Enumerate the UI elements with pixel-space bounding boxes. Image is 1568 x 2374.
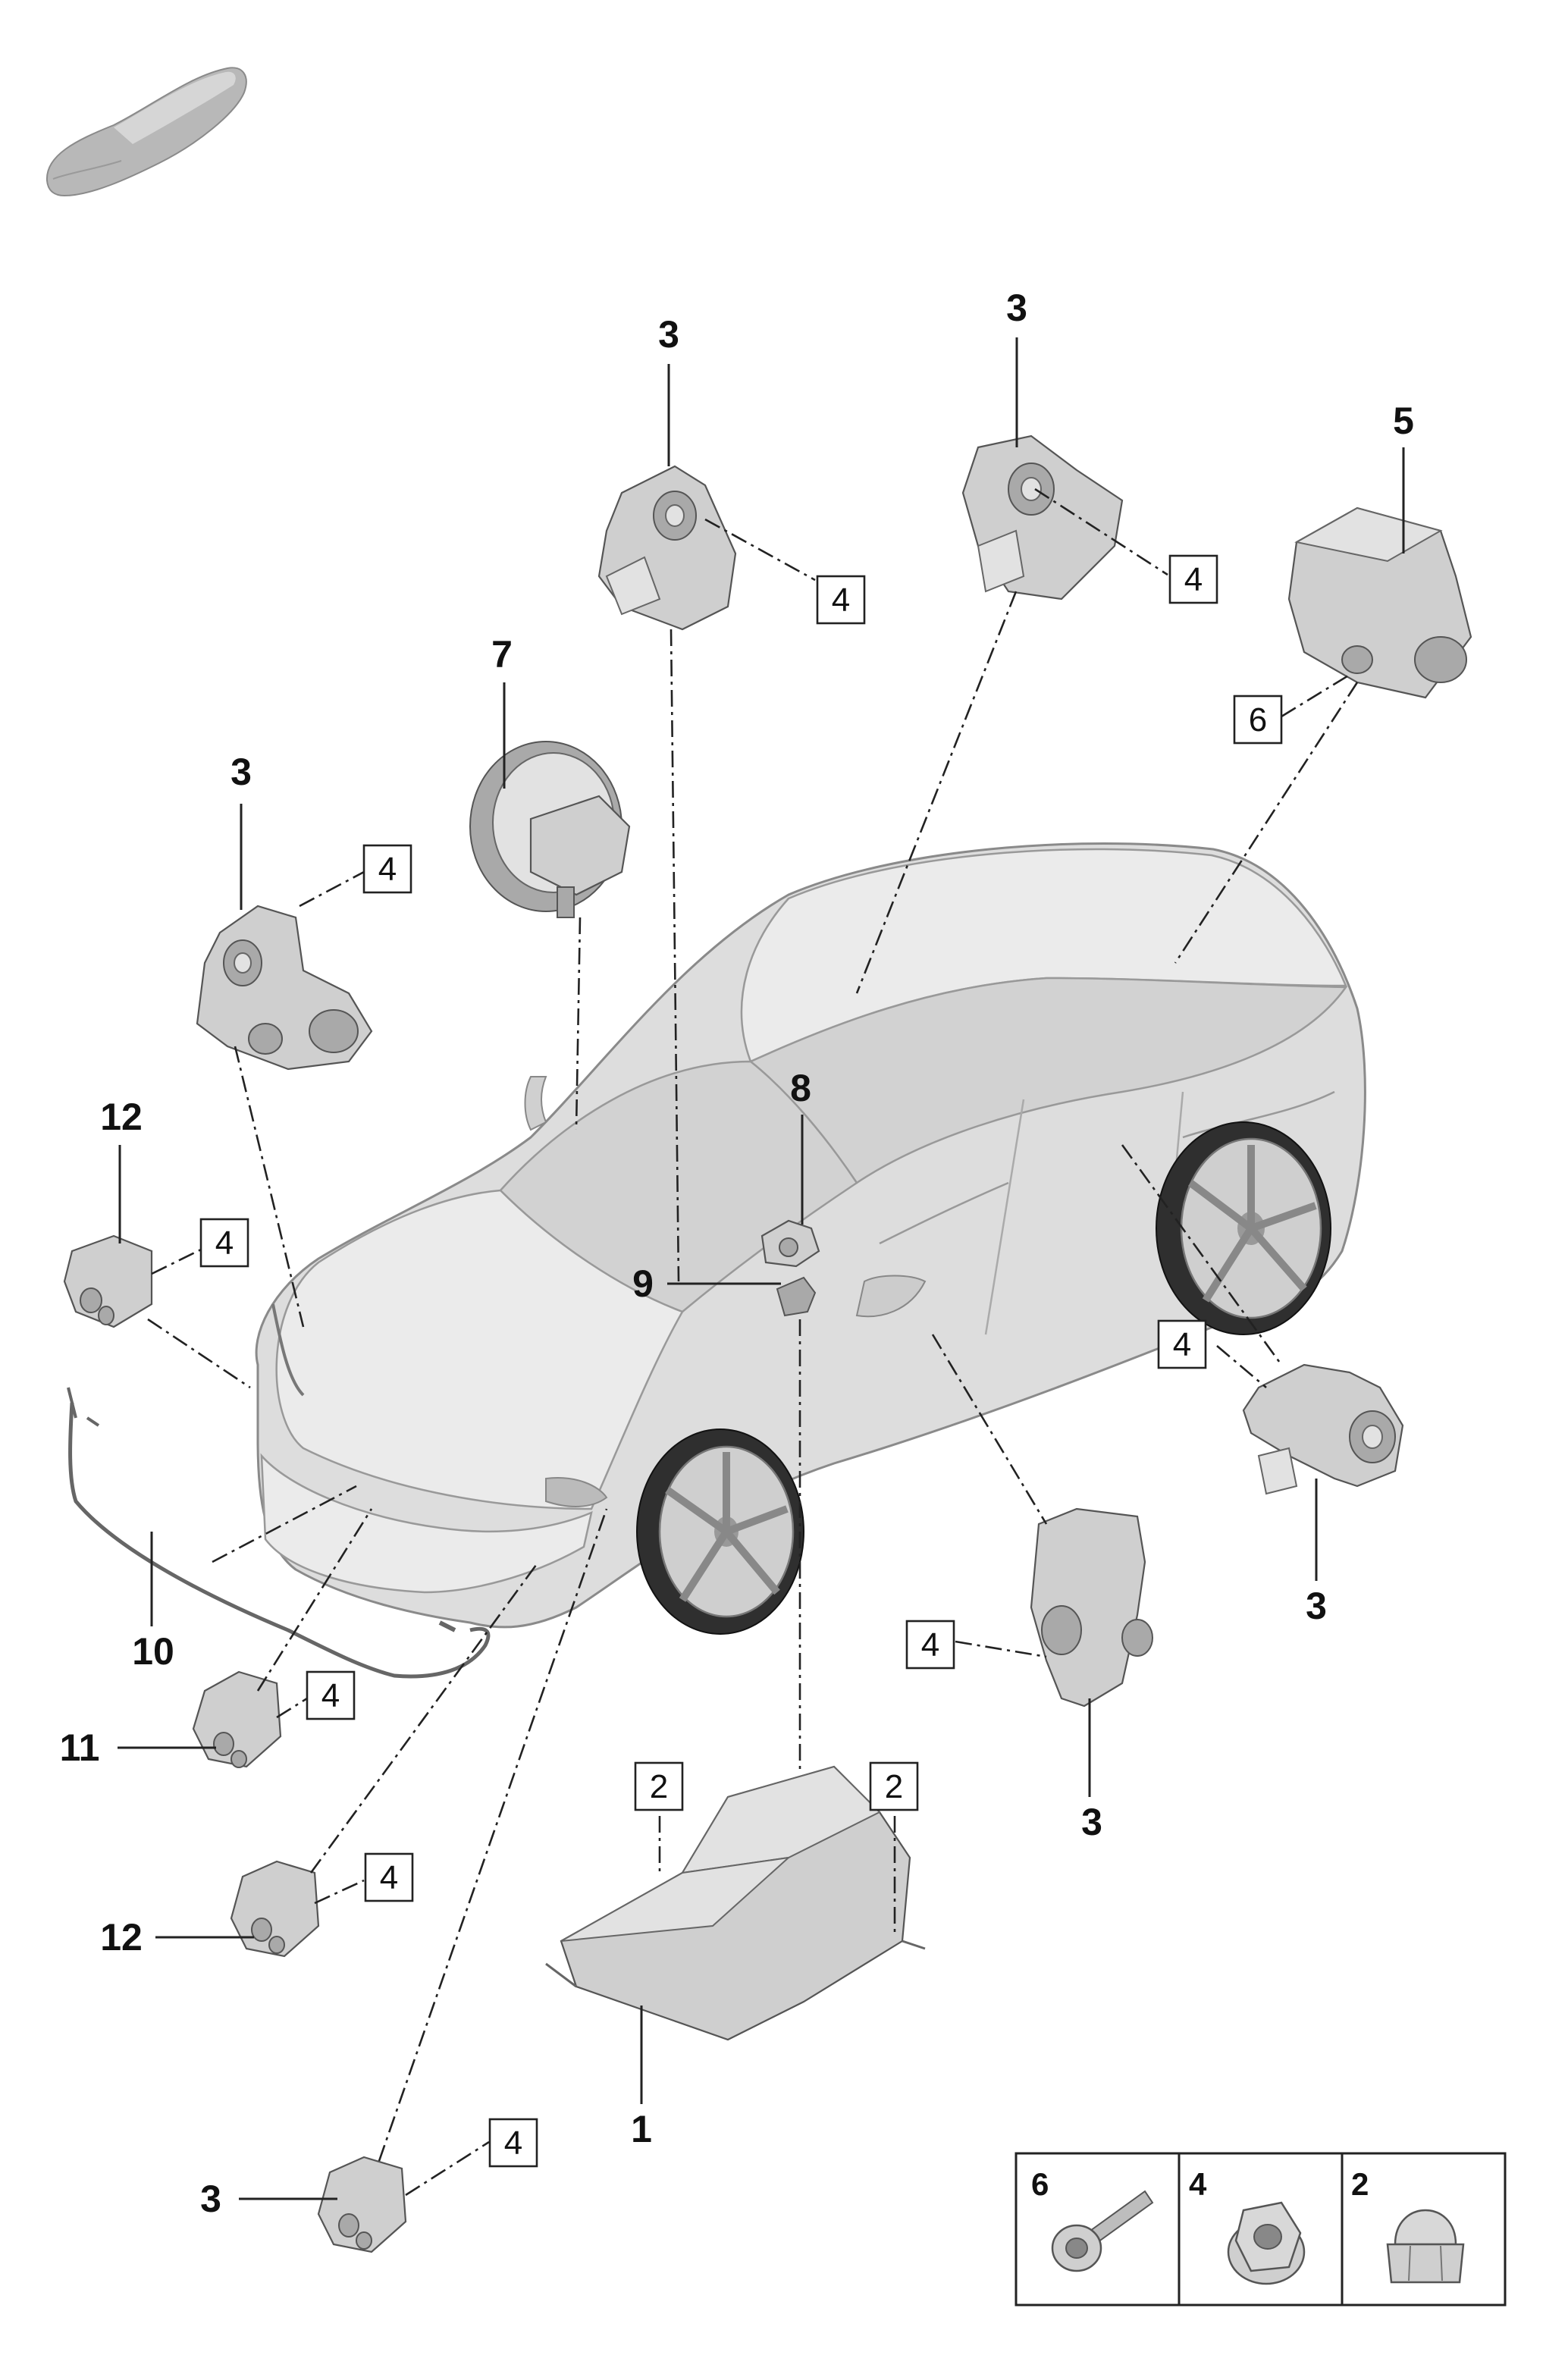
svg-text:4: 4 xyxy=(832,582,850,619)
boxed-references: 4 4 6 4 4 4 4 4 xyxy=(199,554,1283,2168)
svg-text:4: 4 xyxy=(1189,2166,1207,2202)
callout-control-unit-9: 9 xyxy=(632,1262,654,1305)
wire-harness-10 xyxy=(67,1387,491,1679)
rear-wheel-illustration xyxy=(1156,1121,1331,1335)
callout-sensor-8: 8 xyxy=(790,1067,811,1109)
callout-sensor-11: 11 xyxy=(60,1726,100,1769)
svg-text:4: 4 xyxy=(215,1225,234,1262)
ref-box-front-lower: 4 xyxy=(488,2118,538,2168)
airbag-control-module-1 xyxy=(545,1765,926,2041)
callout-top-right-sensor: 3 xyxy=(1006,287,1027,329)
svg-text:2: 2 xyxy=(885,1768,903,1805)
small-sensor-12-upper xyxy=(63,1234,153,1328)
svg-text:4: 4 xyxy=(378,851,397,888)
ref-box-ecu-right: 2 xyxy=(869,1761,919,1811)
callout-left-sensor: 3 xyxy=(230,751,252,793)
svg-text:6: 6 xyxy=(1031,2166,1049,2202)
ref-box-sensor-12: 4 xyxy=(364,1852,414,1902)
ref-box-front-left: 4 xyxy=(199,1218,249,1268)
small-sensor-8 xyxy=(760,1219,820,1268)
crash-sensor-right-lower xyxy=(1242,1363,1404,1495)
svg-text:4: 4 xyxy=(1173,1326,1191,1363)
legend-cell-cap-nut: 2 xyxy=(1351,2166,1465,2284)
crash-sensor-top-left xyxy=(597,465,737,631)
svg-text:2: 2 xyxy=(650,1768,668,1805)
ref-box-top-right: 4 xyxy=(1168,554,1218,604)
crash-sensor-top-right xyxy=(961,434,1124,601)
round-sensor-7 xyxy=(469,741,631,918)
crash-sensor-left xyxy=(196,905,373,1071)
bolt-icon xyxy=(1051,2190,1154,2272)
callout-module-5: 5 xyxy=(1393,400,1414,442)
ref-box-left: 4 xyxy=(362,844,412,894)
callout-right-lower-sensor: 3 xyxy=(1306,1585,1327,1627)
callout-module-1: 1 xyxy=(631,2108,652,2150)
ref-box-door: 4 xyxy=(905,1620,955,1670)
callout-round-sensor-7: 7 xyxy=(491,633,513,676)
svg-text:4: 4 xyxy=(921,1626,939,1664)
vehicle-thumbnail-icon xyxy=(45,67,247,197)
legend-cell-bolt: 6 xyxy=(1031,2166,1154,2272)
leader-lines xyxy=(118,337,1405,2200)
flange-nut-icon xyxy=(1227,2201,1306,2285)
hardware-legend: 6 4 2 xyxy=(1014,2152,1507,2307)
callout-harness-10: 10 xyxy=(132,1630,174,1673)
ref-box-module: 6 xyxy=(1233,695,1283,745)
control-unit-9 xyxy=(776,1276,817,1317)
ref-box-top-left: 4 xyxy=(816,575,866,625)
svg-text:4: 4 xyxy=(380,1859,398,1896)
svg-text:2: 2 xyxy=(1351,2166,1369,2202)
svg-text:6: 6 xyxy=(1249,701,1267,739)
front-sensor-12-lower xyxy=(230,1860,320,1958)
callout-labels: 3 3 5 7 3 12 8 9 3 3 10 11 12 1 3 xyxy=(60,287,1414,2220)
callout-door-sensor: 3 xyxy=(1081,1801,1102,1843)
front-sensor-11 xyxy=(192,1670,282,1768)
ref-box-ecu-left: 2 xyxy=(634,1761,684,1811)
door-sensor xyxy=(1030,1507,1153,1708)
reference-lines xyxy=(147,488,1359,2197)
ref-box-sensor-11: 4 xyxy=(306,1670,356,1720)
legend-cell-nut: 4 xyxy=(1189,2166,1306,2285)
front-wheel-illustration xyxy=(636,1428,804,1635)
callout-top-left-sensor: 3 xyxy=(658,313,679,356)
cap-nut-icon xyxy=(1386,2209,1465,2284)
callout-front-left-12: 12 xyxy=(100,1096,143,1138)
front-lower-sensor xyxy=(317,2156,407,2253)
svg-text:4: 4 xyxy=(321,1677,340,1714)
sensor-module-5 xyxy=(1287,506,1472,699)
ref-box-right-lower: 4 xyxy=(1157,1319,1207,1369)
svg-text:4: 4 xyxy=(1184,561,1203,598)
callout-front-lower-sensor: 3 xyxy=(200,2178,221,2220)
callout-sensor-12: 12 xyxy=(100,1916,143,1958)
svg-text:4: 4 xyxy=(504,2125,522,2162)
